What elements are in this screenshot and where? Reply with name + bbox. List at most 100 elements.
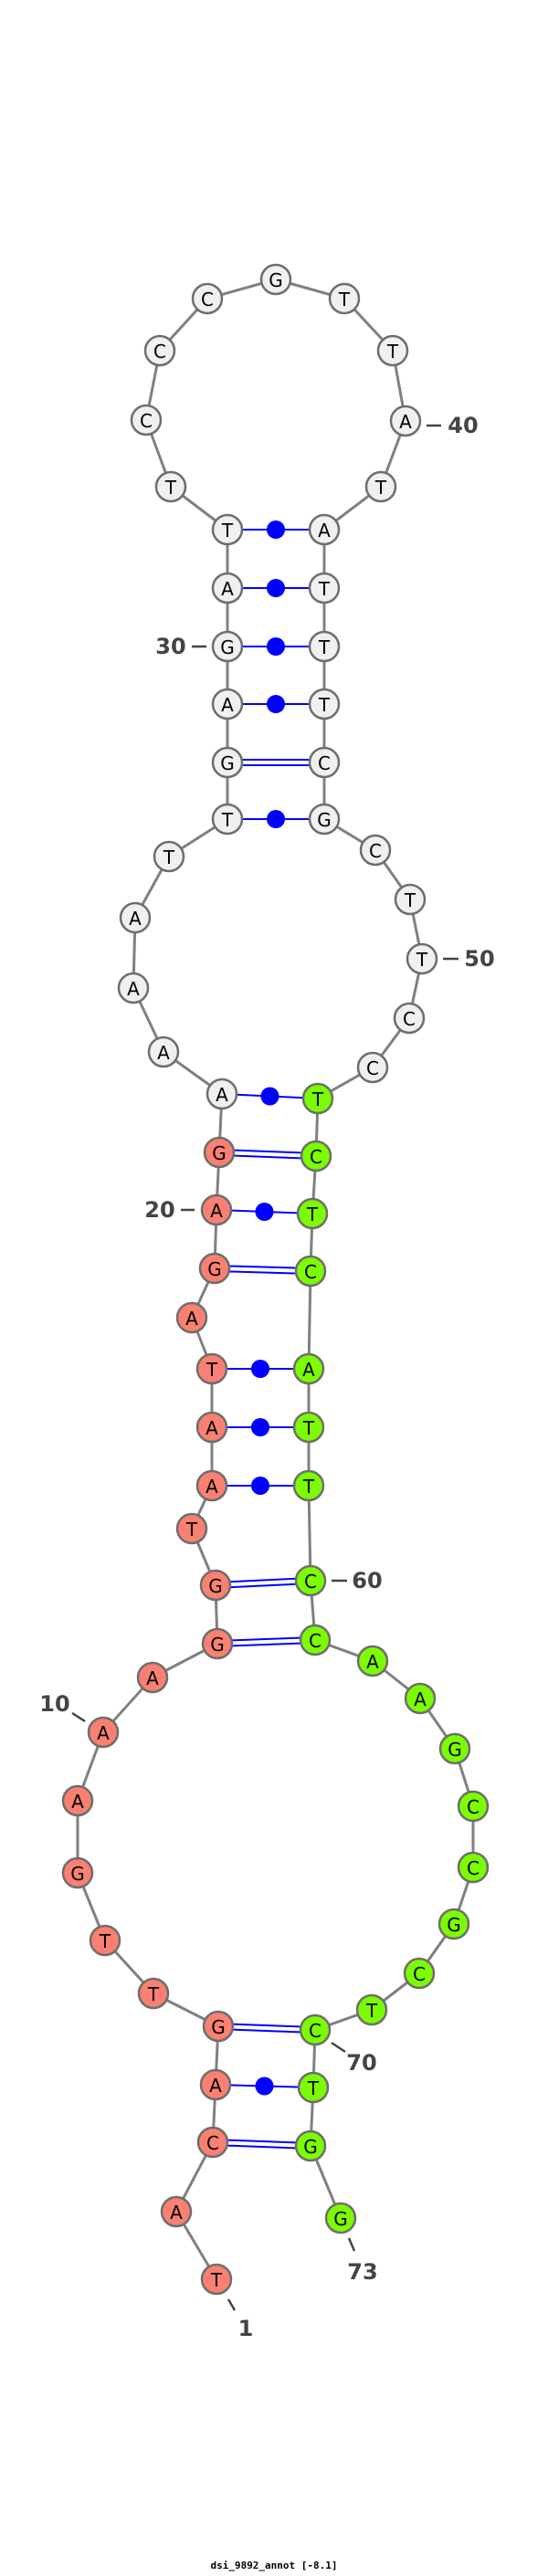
nucleotide-letter: T — [302, 1476, 315, 1498]
nucleotide-circle — [199, 1569, 232, 1602]
nucleotide-letter: C — [206, 2132, 219, 2154]
nucleotide-44: T — [308, 630, 341, 663]
nucleotide-7: T — [89, 1924, 121, 1957]
nucleotide-circle — [297, 2071, 330, 2104]
nucleotide-letter: G — [447, 1914, 461, 1936]
nucleotide-12: G — [201, 1627, 234, 1660]
nucleotide-circle — [200, 1193, 233, 1226]
nucleotide-33: T — [154, 470, 187, 503]
nucleotide-62: A — [356, 1645, 389, 1677]
position-label-40: 40 — [427, 413, 479, 438]
base-pair-16-58 — [212, 1418, 309, 1436]
nucleotide-37: G — [259, 263, 292, 296]
pair-bond-line — [219, 1149, 317, 1155]
nucleotide-letter: A — [216, 1084, 228, 1106]
nucleotide-15: A — [195, 1469, 228, 1502]
nucleotide-letter: T — [386, 341, 399, 363]
nucleotide-letter: A — [414, 1688, 427, 1710]
nucleotide-circle — [199, 2068, 232, 2101]
nucleotide-50: T — [406, 942, 438, 975]
nucleotide-letter: T — [365, 2000, 378, 2022]
nucleotide-circle — [147, 1036, 180, 1068]
nucleotide-30: G — [211, 630, 244, 663]
pair-bond-line — [216, 1582, 311, 1589]
position-number: 60 — [352, 1568, 382, 1593]
backbone-segment — [307, 1485, 312, 1582]
nucleotide-letter: G — [208, 1575, 223, 1597]
nucleotide-circle — [196, 2126, 229, 2159]
nucleotide-circle — [308, 630, 341, 663]
nucleotide-circle — [211, 688, 244, 720]
nucleotide-60: C — [294, 1564, 327, 1597]
nucleotide-letter: C — [369, 840, 382, 862]
nucleotide-13: G — [199, 1569, 232, 1602]
position-number: 30 — [155, 634, 185, 659]
nucleotide-32: T — [211, 513, 244, 546]
nucleotide-letter: T — [206, 1359, 218, 1381]
nucleotide-58: T — [292, 1411, 325, 1444]
pair-bond-line — [217, 1641, 316, 1647]
wobble-pair-dot — [267, 810, 285, 828]
nucleotide-letter: A — [170, 2202, 183, 2224]
nucleotide-letter: A — [206, 1476, 218, 1498]
nucleotide-letter: T — [404, 889, 416, 911]
nucleotide-11: A — [136, 1661, 169, 1694]
nucleotide-10: A — [87, 1716, 120, 1749]
nucleotide-circle — [406, 942, 438, 975]
nucleotide-letter: C — [403, 1008, 416, 1030]
nucleotide-circle — [356, 1645, 389, 1677]
nucleotide-circle — [404, 1682, 437, 1715]
nucleotide-73: G — [324, 2202, 357, 2234]
nucleotide-71: T — [297, 2071, 330, 2104]
nucleotide-letter: C — [318, 752, 331, 774]
position-label-1: 1 — [227, 2298, 254, 2341]
nucleotide-letter: T — [210, 2269, 223, 2291]
nucleotide-letter: G — [317, 809, 332, 831]
nucleotide-letter: T — [99, 1930, 111, 1952]
base-pair-17-57 — [212, 1360, 309, 1378]
nucleotide-letter: G — [212, 1142, 227, 1164]
nucleotides: TACAGTTGAAAGGTAATAGAGAAAATTGAGATTCCCGTTA… — [61, 263, 490, 2296]
nucleotide-letter: G — [303, 2136, 318, 2158]
pair-bond-line — [218, 2023, 316, 2029]
wobble-pair-dot — [255, 1203, 274, 1221]
base-pair-19-56 — [214, 1265, 311, 1275]
pair-bond-line — [217, 2027, 315, 2034]
nucleotide-letter: C — [304, 1571, 317, 1593]
nucleotide-circle — [308, 803, 341, 836]
pair-bond-line — [215, 1577, 311, 1584]
base-pair-21-54 — [218, 1149, 317, 1160]
nucleotide-circle — [154, 470, 187, 503]
nucleotide-letter: T — [302, 1417, 315, 1439]
nucleotide-circle — [359, 834, 392, 867]
base-pair-5-70 — [217, 2023, 316, 2034]
nucleotide-38: T — [328, 282, 361, 315]
nucleotide-1: T — [200, 2263, 233, 2296]
nucleotide-54: C — [300, 1140, 332, 1172]
nucleotide-65: C — [457, 1790, 490, 1823]
nucleotide-49: T — [394, 883, 427, 916]
nucleotide-circle — [438, 1732, 471, 1765]
nucleotide-letter: G — [211, 2016, 226, 2038]
nucleotide-56: C — [294, 1255, 327, 1288]
nucleotide-letter: G — [70, 1863, 85, 1885]
nucleotide-64: G — [438, 1732, 471, 1765]
nucleotide-letter: C — [309, 1630, 321, 1652]
base-pair-20-55 — [216, 1203, 313, 1221]
nucleotide-circle — [61, 1784, 94, 1817]
nucleotide-letter: G — [333, 2208, 348, 2230]
nucleotide-circle — [175, 1301, 208, 1334]
nucleotide-45: T — [308, 688, 341, 720]
nucleotide-40: A — [389, 405, 422, 437]
base-pair-32-42 — [227, 520, 324, 539]
wobble-pair-dot — [267, 637, 285, 656]
nucleotide-circle — [324, 2202, 357, 2234]
nucleotide-22: A — [206, 1078, 238, 1110]
nucleotide-43: T — [308, 572, 341, 605]
nucleotide-letter: G — [220, 636, 235, 658]
nucleotide-circle — [203, 1136, 236, 1169]
label-tick — [71, 1711, 86, 1723]
position-number: 1 — [238, 2316, 254, 2341]
wobble-pair-dot — [251, 1477, 269, 1495]
